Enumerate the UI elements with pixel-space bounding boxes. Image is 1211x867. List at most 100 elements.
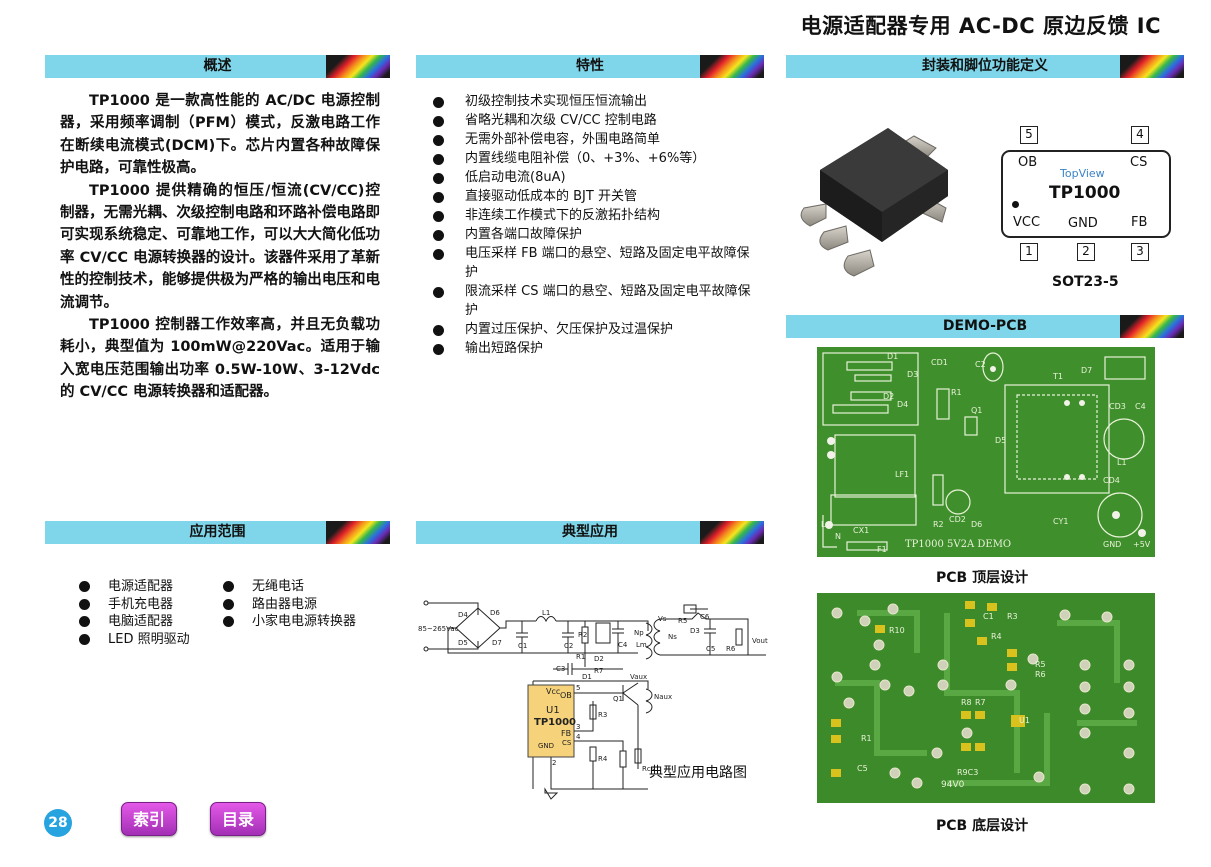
application-item: LED 照明驱动 <box>78 631 218 649</box>
svg-text:R9C3: R9C3 <box>957 768 978 777</box>
svg-text:R6: R6 <box>1035 670 1046 679</box>
svg-text:R5: R5 <box>1035 660 1046 669</box>
pcb-top-board-text: TP1000 5V2A DEMO <box>905 539 1011 550</box>
top-view-label: TopView <box>1060 167 1105 180</box>
circuit-pin-cs: CS <box>562 739 572 747</box>
svg-text:R5: R5 <box>678 617 687 625</box>
page-title: 电源适配器专用 AC-DC 原边反馈 IC <box>800 14 1161 38</box>
feature-item: 非连续工作模式下的反激拓扑结构 <box>432 206 762 225</box>
svg-text:C5: C5 <box>706 645 715 653</box>
feature-item: 内置各端口故障保护 <box>432 225 762 244</box>
pinout-diagram <box>1001 150 1171 238</box>
section-title-demo-pcb: DEMO-PCB <box>942 318 1028 334</box>
pin-number: 5 <box>1020 126 1038 144</box>
svg-text:D5: D5 <box>995 436 1006 445</box>
svg-text:D4: D4 <box>897 400 908 409</box>
svg-text:R6: R6 <box>726 645 736 653</box>
svg-text:L: L <box>821 520 826 529</box>
header-decoration <box>326 521 390 544</box>
header-decoration <box>1120 55 1184 78</box>
svg-text:C4: C4 <box>1135 402 1146 411</box>
section-header-demo-pcb: DEMO-PCB <box>786 315 1184 338</box>
pin-number: 1 <box>1020 243 1038 261</box>
feature-item: 电压采样 FB 端口的悬空、短路及固定电平故障保护 <box>432 244 762 282</box>
feature-item: 省略光耦和次级 CV/CC 控制电路 <box>432 111 762 130</box>
svg-text:R1: R1 <box>951 388 962 397</box>
svg-text:Lm: Lm <box>636 641 647 649</box>
svg-text:N: N <box>835 532 841 541</box>
svg-text:Ns: Ns <box>668 633 677 641</box>
section-header-typical-app: 典型应用 <box>416 521 764 544</box>
svg-text:F1: F1 <box>877 545 887 554</box>
overview-paragraph: TP1000 是一款高性能的 AC/DC 电源控制器，采用频率调制（PFM）模式… <box>60 93 380 177</box>
svg-text:C1: C1 <box>518 642 527 650</box>
svg-text:C4: C4 <box>618 641 628 649</box>
section-title-overview: 概述 <box>203 58 232 74</box>
feature-item: 内置线缆电阻补偿（0、+3%、+6%等） <box>432 149 762 168</box>
pin-label-cs: CS <box>1130 155 1148 170</box>
section-header-applications: 应用范围 <box>45 521 390 544</box>
feature-item: 初级控制技术实现恒压恒流输出 <box>432 92 762 111</box>
index-button[interactable]: 索引 <box>121 802 177 836</box>
feature-item: 无需外部补偿电容，外围电路简单 <box>432 130 762 149</box>
svg-text:Q1: Q1 <box>613 695 623 703</box>
feature-item: 输出短路保护 <box>432 339 762 358</box>
svg-text:D7: D7 <box>1081 366 1092 375</box>
section-header-overview: 概述 <box>45 55 390 78</box>
svg-text:GND: GND <box>1103 540 1121 549</box>
svg-text:D6: D6 <box>490 609 500 617</box>
circuit-ac-input: 85~265Vac <box>418 625 459 633</box>
application-item: 小家电电源转换器 <box>222 613 382 631</box>
svg-text:R8: R8 <box>961 698 972 707</box>
svg-text:D2: D2 <box>883 392 894 401</box>
toc-button[interactable]: 目录 <box>210 802 266 836</box>
section-title-package: 封装和脚位功能定义 <box>922 58 1048 74</box>
svg-text:Vout: Vout <box>752 637 768 645</box>
svg-text:C3: C3 <box>556 665 565 673</box>
application-item: 电源适配器 <box>78 578 218 596</box>
svg-text:R2: R2 <box>933 520 944 529</box>
pin-label-vcc: VCC <box>1013 215 1041 230</box>
svg-text:D4: D4 <box>458 611 468 619</box>
pin1-marker <box>1012 201 1019 208</box>
svg-text:D1: D1 <box>887 352 898 361</box>
circuit-pin-num: 3 <box>576 723 580 731</box>
page-number-badge: 28 <box>44 809 72 837</box>
svg-text:C2: C2 <box>564 642 573 650</box>
pcb-bottom-caption: PCB 底层设计 <box>936 818 1029 834</box>
svg-text:R7: R7 <box>975 698 986 707</box>
svg-text:D3: D3 <box>907 370 918 379</box>
feature-item: 限流采样 CS 端口的悬空、短路及固定电平故障保护 <box>432 282 762 320</box>
svg-text:R3: R3 <box>598 711 607 719</box>
svg-text:D7: D7 <box>492 639 502 647</box>
svg-text:Rcs: Rcs <box>642 765 655 773</box>
svg-text:Np: Np <box>634 629 644 637</box>
svg-text:CD1: CD1 <box>931 358 948 367</box>
svg-text:CD3: CD3 <box>1109 402 1126 411</box>
circuit-pin-num: 4 <box>576 733 581 741</box>
chip-package-image <box>800 128 948 277</box>
svg-text:C5: C5 <box>857 764 868 773</box>
application-item: 无绳电话 <box>222 578 382 596</box>
svg-text:C1: C1 <box>983 612 994 621</box>
svg-text:D1: D1 <box>582 673 592 681</box>
circuit-pin-vcc: Vcc <box>546 687 560 696</box>
svg-text:C2: C2 <box>975 360 986 369</box>
header-decoration <box>1120 315 1184 338</box>
application-item: 电脑适配器 <box>78 613 218 631</box>
svg-text:L1: L1 <box>1117 458 1127 467</box>
svg-text:R4: R4 <box>598 755 608 763</box>
pin-number: 4 <box>1131 126 1149 144</box>
header-decoration <box>700 521 764 544</box>
svg-text:CD2: CD2 <box>949 515 966 524</box>
applications-list-right: 无绳电话 路由器电源 小家电电源转换器 <box>222 578 382 631</box>
section-header-features: 特性 <box>416 55 764 78</box>
application-item: 路由器电源 <box>222 596 382 614</box>
svg-text:R1: R1 <box>576 653 585 661</box>
section-title-typical-app: 典型应用 <box>562 524 618 540</box>
